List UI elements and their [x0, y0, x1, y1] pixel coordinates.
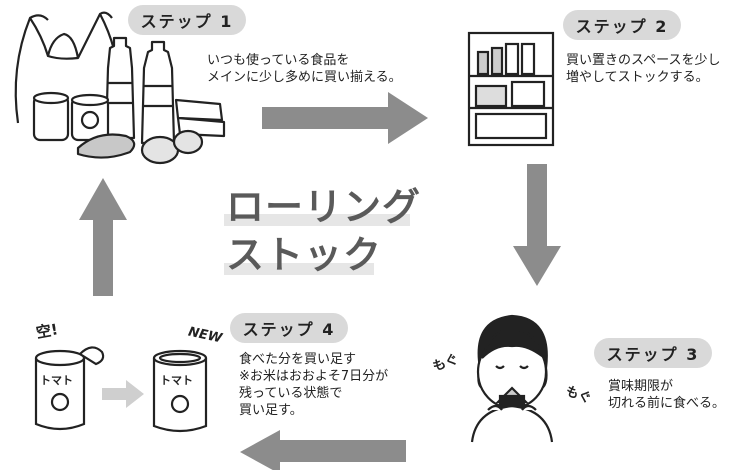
new-can-icon	[152, 349, 208, 433]
title-underline-2	[224, 263, 374, 275]
step-1-description: いつも使っている食品を メインに少し多めに買い揃える。	[207, 52, 402, 86]
step-1-badge: ステップ 1	[128, 5, 246, 35]
empty-tag-label: 空!	[34, 320, 60, 342]
person-eating-icon	[470, 314, 554, 443]
step-3-line-2: 切れる前に食べる。	[608, 396, 726, 411]
step-1-line-2: メインに少し多めに買い揃える。	[207, 70, 402, 85]
step-4-badge: ステップ 4	[230, 313, 348, 343]
step-4-line-4: 買い足す。	[239, 403, 303, 418]
arrow-right-icon	[262, 92, 428, 144]
arrow-down-icon	[513, 164, 561, 286]
title-line-1: ローリング	[226, 185, 422, 229]
grocery-bag-icon	[14, 11, 226, 165]
step-3-badge: ステップ 3	[594, 338, 712, 368]
step-3-line-1: 賞味期限が	[608, 379, 674, 394]
step-2-description: 買い置きのスペースを少し 増やしてストックする。	[566, 52, 720, 86]
new-can-label: トマト	[160, 374, 193, 387]
step-2-badge: ステップ 2	[563, 10, 681, 40]
storage-shelf-icon	[467, 31, 555, 147]
small-arrow-right-icon	[102, 380, 144, 408]
arrow-left-icon	[240, 430, 406, 470]
step-2-line-2: 増やしてストックする。	[566, 70, 709, 85]
step-4-description: 食べた分を買い足す ※お米はおおよそ7日分が 残っている状態で 買い足す。	[239, 351, 388, 419]
empty-can-label: トマト	[40, 374, 73, 387]
title-underline-1	[224, 214, 410, 226]
step-4-line-3: 残っている状態で	[239, 386, 343, 401]
step-4-line-1: 食べた分を買い足す	[239, 352, 357, 367]
step-1-line-1: いつも使っている食品を	[207, 53, 350, 68]
title-line-2: ストック	[226, 233, 383, 277]
arrow-up-icon	[79, 178, 127, 296]
step-4-line-2: ※お米はおおよそ7日分が	[239, 369, 389, 384]
step-3-description: 賞味期限が 切れる前に食べる。	[608, 378, 725, 412]
step-2-line-1: 買い置きのスペースを少し	[566, 53, 721, 68]
empty-can-icon	[34, 346, 105, 431]
